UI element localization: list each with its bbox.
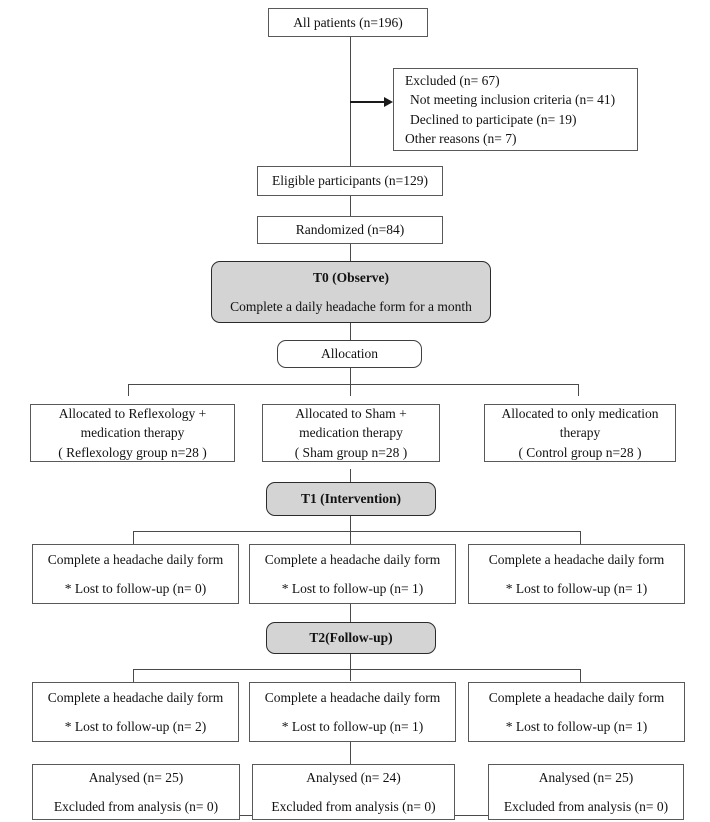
node-analysed-reflexology[interactable]: Analysed (n= 25) Excluded from analysis … (32, 764, 240, 820)
followup-t1-reflexology-line-1: Complete a headache daily form (47, 552, 224, 568)
node-analysed-control[interactable]: Analysed (n= 25) Excluded from analysis … (488, 764, 684, 820)
allocation-label: Allocation (321, 346, 378, 362)
randomized-label: Randomized (n=84) (295, 222, 405, 238)
branch-bar-t2 (133, 669, 580, 670)
connector-randomized-to-t0 (350, 243, 351, 261)
excluded-line-3: Declined to participate (n= 19) (410, 111, 577, 127)
analysed-control-line-2: Excluded from analysis (n= 0) (503, 798, 669, 814)
t1-title: T1 (Intervention) (300, 491, 402, 507)
branch-drop-t2-right (580, 669, 581, 682)
t2-title: T2(Follow-up) (309, 630, 393, 646)
node-followup-t1-reflexology[interactable]: Complete a headache daily form * Lost to… (32, 544, 239, 604)
eligible-label: Eligible participants (n=129) (271, 173, 429, 189)
allocated-reflexology-line-3: ( Reflexology group n=28 ) (58, 444, 207, 460)
excluded-line-1: Excluded (n= 67) (405, 73, 500, 89)
node-analysed-sham[interactable]: Analysed (n= 24) Excluded from analysis … (252, 764, 455, 820)
analysed-reflexology-line-2: Excluded from analysis (n= 0) (53, 798, 219, 814)
node-followup-t1-sham[interactable]: Complete a headache daily form * Lost to… (249, 544, 456, 604)
connector-allocation-to-branch (350, 368, 351, 396)
t0-title: T0 (Observe) (312, 270, 390, 286)
node-followup-t2-control[interactable]: Complete a headache daily form * Lost to… (468, 682, 685, 742)
arrow-to-excluded-head (384, 97, 393, 107)
node-t2-followup[interactable]: T2(Follow-up) (266, 622, 436, 654)
connector-eligible-to-randomized (350, 196, 351, 217)
followup-t2-sham-line-2: * Lost to follow-up (n= 1) (281, 718, 424, 734)
followup-t1-control-line-2: * Lost to follow-up (n= 1) (505, 580, 648, 596)
connector-allocated-to-t1 (350, 469, 351, 487)
connector-t0-to-allocation (350, 323, 351, 340)
node-excluded[interactable]: Excluded (n= 67) Not meeting inclusion c… (393, 68, 638, 151)
node-eligible-participants[interactable]: Eligible participants (n=129) (257, 166, 443, 196)
branch-drop-t2-left (133, 669, 134, 682)
excluded-line-4: Other reasons (n= 7) (405, 130, 517, 146)
node-all-patients[interactable]: All patients (n=196) (268, 8, 428, 37)
followup-t1-sham-line-2: * Lost to follow-up (n= 1) (281, 580, 424, 596)
connector-analysed-center-to-right (455, 815, 488, 816)
node-allocated-control[interactable]: Allocated to only medication therapy ( C… (484, 404, 676, 462)
allocated-control-line-3: ( Control group n=28 ) (518, 444, 642, 460)
allocated-control-line-2: therapy (559, 425, 601, 441)
followup-t2-control-line-2: * Lost to follow-up (n= 1) (505, 718, 648, 734)
allocated-reflexology-line-1: Allocated to Reflexology + (58, 406, 207, 422)
branch-drop-t1-left (133, 531, 134, 544)
connector-to-eligible (350, 78, 351, 166)
followup-t2-sham-line-1: Complete a headache daily form (264, 690, 441, 706)
analysed-sham-line-1: Analysed (n= 24) (306, 770, 401, 786)
node-followup-t1-control[interactable]: Complete a headache daily form * Lost to… (468, 544, 685, 604)
connector-followup2-to-analysed (350, 742, 351, 764)
followup-t2-control-line-1: Complete a headache daily form (488, 690, 665, 706)
connector-followup1-to-t2 (350, 604, 351, 622)
node-t1-intervention[interactable]: T1 (Intervention) (266, 482, 436, 516)
branch-drop-allocation-right (578, 384, 579, 396)
excluded-line-2: Not meeting inclusion criteria (n= 41) (410, 92, 616, 108)
followup-t2-reflexology-line-2: * Lost to follow-up (n= 2) (64, 718, 207, 734)
followup-t1-reflexology-line-2: * Lost to follow-up (n= 0) (64, 580, 207, 596)
allocated-sham-line-3: ( Sham group n=28 ) (294, 444, 408, 460)
analysed-control-line-1: Analysed (n= 25) (538, 770, 634, 786)
followup-t1-sham-line-1: Complete a headache daily form (264, 552, 441, 568)
node-allocation[interactable]: Allocation (277, 340, 422, 368)
t0-subtitle: Complete a daily headache form for a mon… (230, 298, 472, 314)
branch-drop-t1-right (580, 531, 581, 544)
all-patients-label: All patients (n=196) (293, 14, 403, 30)
branch-drop-allocation-left (128, 384, 129, 396)
analysed-reflexology-line-1: Analysed (n= 25) (88, 770, 184, 786)
connector-t1-to-branch (350, 516, 351, 544)
analysed-sham-line-2: Excluded from analysis (n= 0) (271, 798, 436, 814)
allocated-sham-line-2: medication therapy (299, 425, 403, 441)
allocated-control-line-1: Allocated to only medication (501, 406, 659, 422)
node-followup-t2-reflexology[interactable]: Complete a headache daily form * Lost to… (32, 682, 239, 742)
followup-t2-reflexology-line-1: Complete a headache daily form (47, 690, 224, 706)
arrow-to-excluded-line (350, 101, 384, 103)
connector-t2-to-branch (350, 653, 351, 681)
allocated-reflexology-line-2: medication therapy (80, 425, 185, 441)
branch-bar-t1 (133, 531, 580, 532)
node-allocated-sham[interactable]: Allocated to Sham + medication therapy (… (262, 404, 440, 462)
connector-allpatients-to-eligible-upper (350, 36, 351, 78)
node-randomized[interactable]: Randomized (n=84) (257, 216, 443, 244)
node-t0-observe[interactable]: T0 (Observe) Complete a daily headache f… (211, 261, 491, 323)
followup-t1-control-line-1: Complete a headache daily form (488, 552, 665, 568)
node-followup-t2-sham[interactable]: Complete a headache daily form * Lost to… (249, 682, 456, 742)
allocated-sham-line-1: Allocated to Sham + (295, 406, 407, 422)
node-allocated-reflexology[interactable]: Allocated to Reflexology + medication th… (30, 404, 235, 462)
branch-bar-allocation (128, 384, 578, 385)
